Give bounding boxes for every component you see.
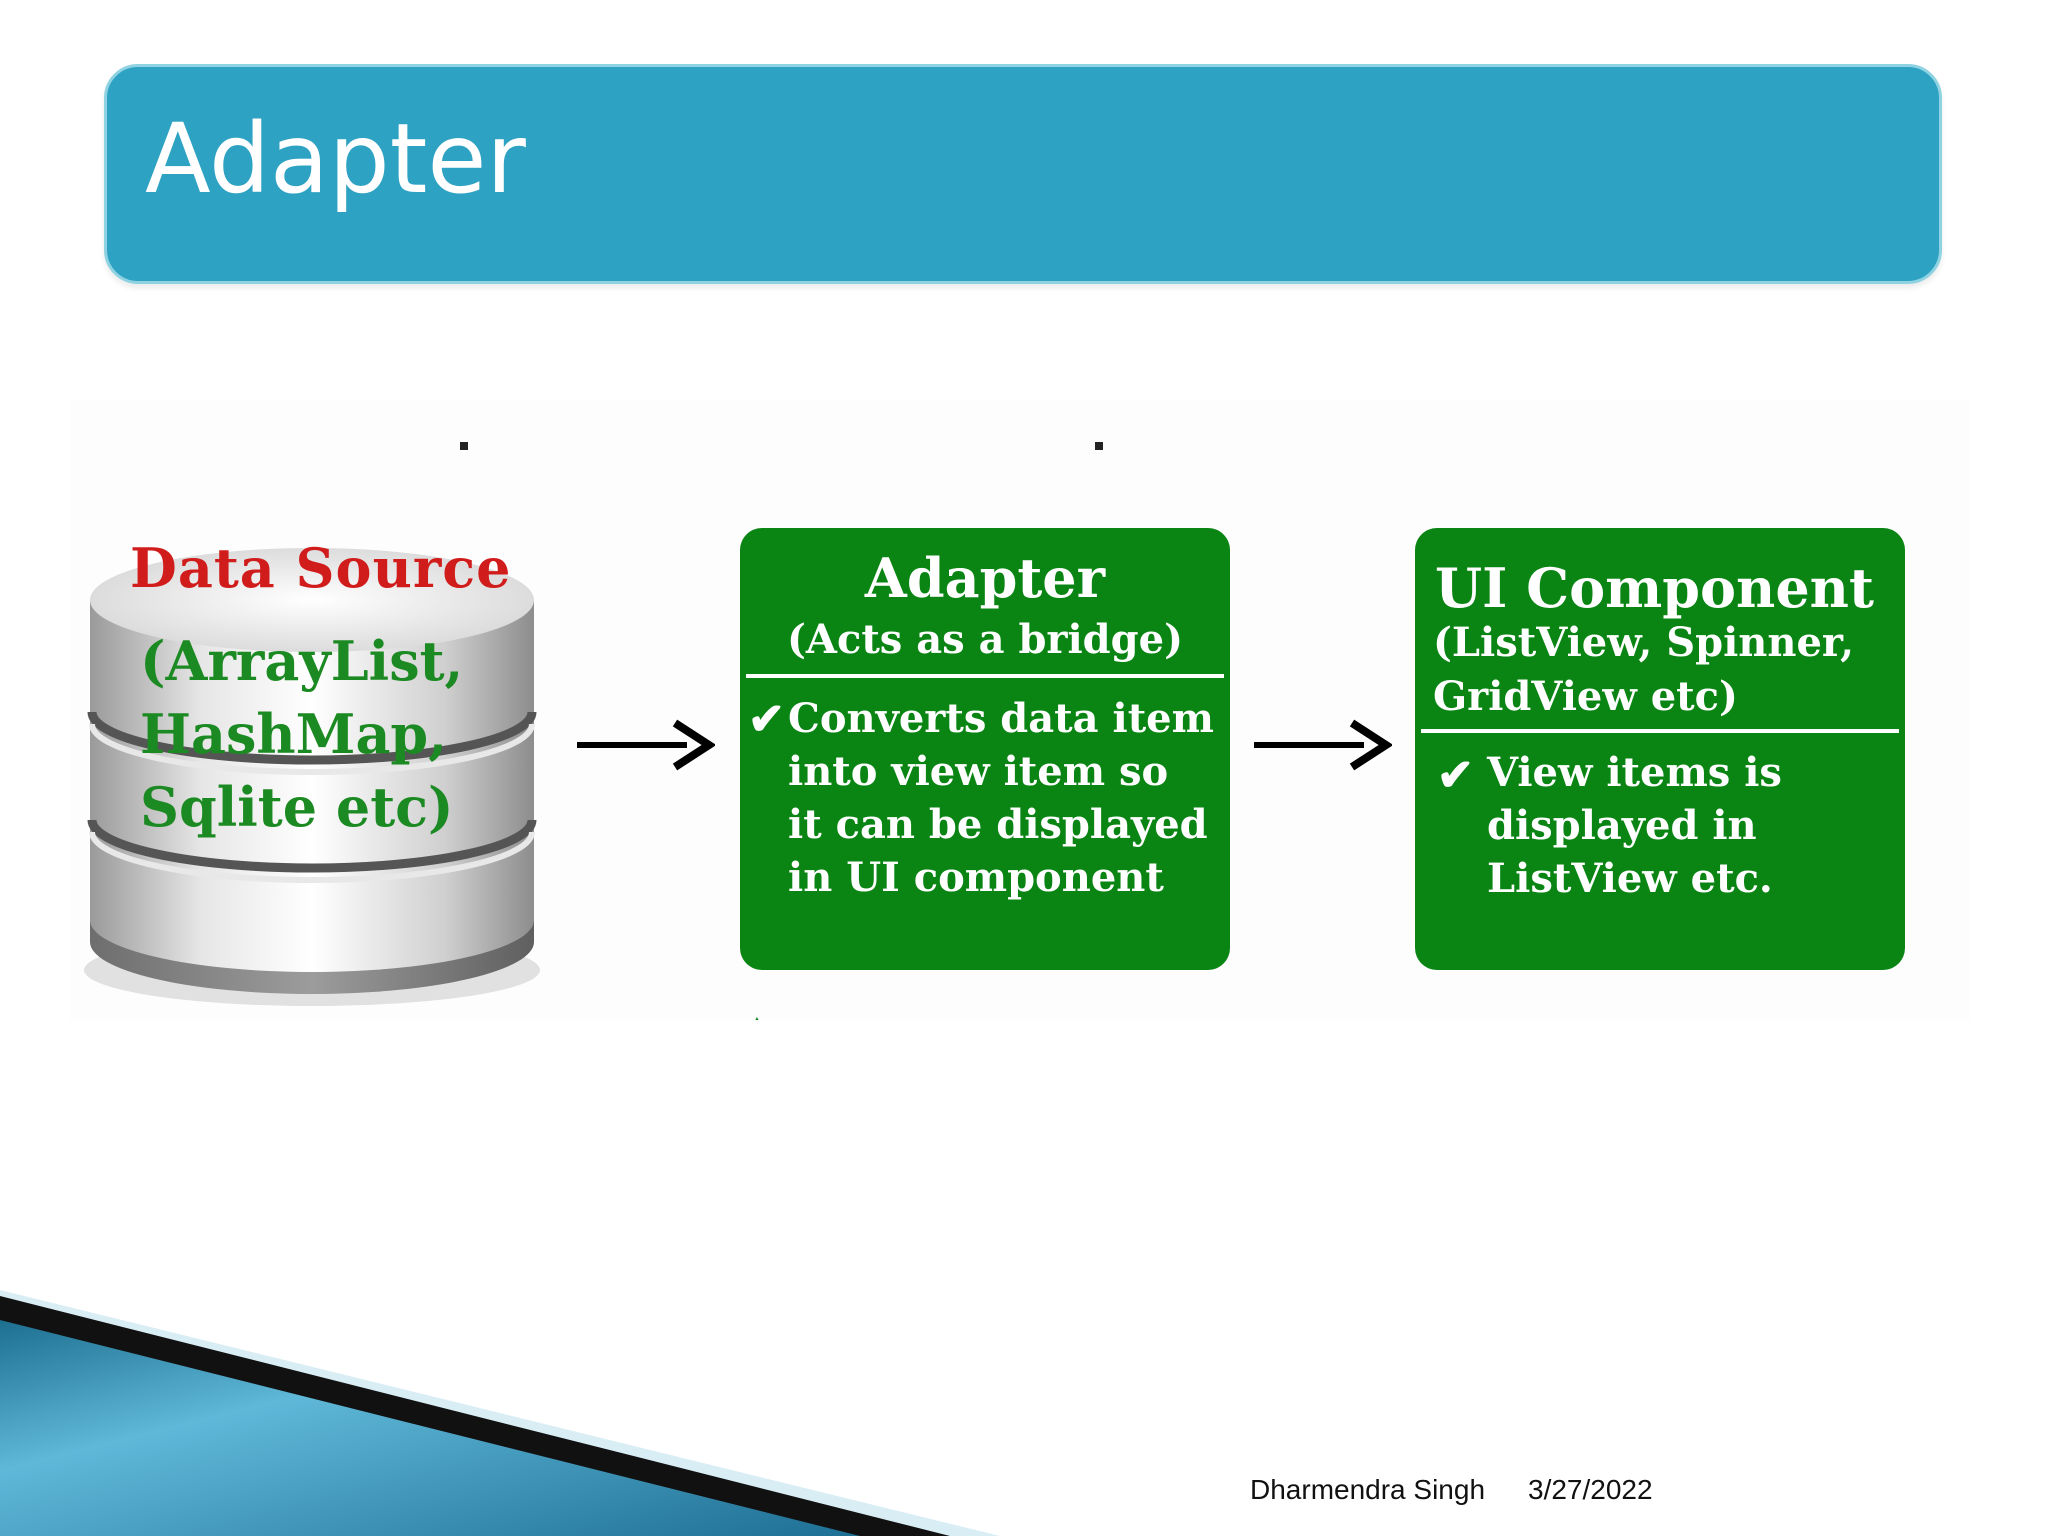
clipped-bottom-text: ▲ ▂ ▂ ▂ ▂ ▂ ▂ ▂ ▂ (670, 996, 1870, 1020)
data-source-title: Data Source (130, 536, 512, 600)
ui-component-box-divider (1421, 729, 1899, 733)
ui-component-box-title: UI Component (1435, 556, 1874, 620)
database-icon (84, 548, 540, 1006)
adapter-diagram: Data Source (ArrayList, HashMap, Sqlite … (70, 400, 1970, 1020)
footer-date: 3/27/2022 (1528, 1474, 1653, 1505)
adapter-box-body: Converts data item into view item so it … (788, 695, 1214, 901)
checkmark-icon: ✔ (748, 694, 785, 745)
data-source-database (80, 500, 550, 1010)
adapter-box: Adapter (Acts as a bridge) ✔ Converts da… (740, 528, 1230, 970)
arrow-right-icon (577, 719, 715, 771)
ui-component-box: UI Component (ListView, Spinner, GridVie… (1415, 528, 1905, 970)
title-bar: Adapter (104, 64, 1942, 284)
ui-component-box-subtitle: (ListView, Spinner, GridView etc) (1433, 619, 1854, 720)
checkmark-icon: ✔ (1437, 750, 1474, 801)
adapter-box-subtitle: (Acts as a bridge) (787, 616, 1183, 663)
data-source-examples: (ArrayList, HashMap, Sqlite etc) (140, 629, 464, 839)
adapter-box-title: Adapter (864, 546, 1106, 610)
decorative-swoosh (0, 1290, 1000, 1536)
clipped-top-text (390, 430, 1770, 454)
arrow-right-icon (1254, 719, 1392, 771)
ui-component-box-body: View items is displayed in ListView etc. (1487, 749, 1782, 902)
adapter-box-divider (746, 674, 1224, 678)
footer-author: Dharmendra Singh (1250, 1474, 1486, 1505)
slide-title: Adapter (145, 103, 526, 215)
